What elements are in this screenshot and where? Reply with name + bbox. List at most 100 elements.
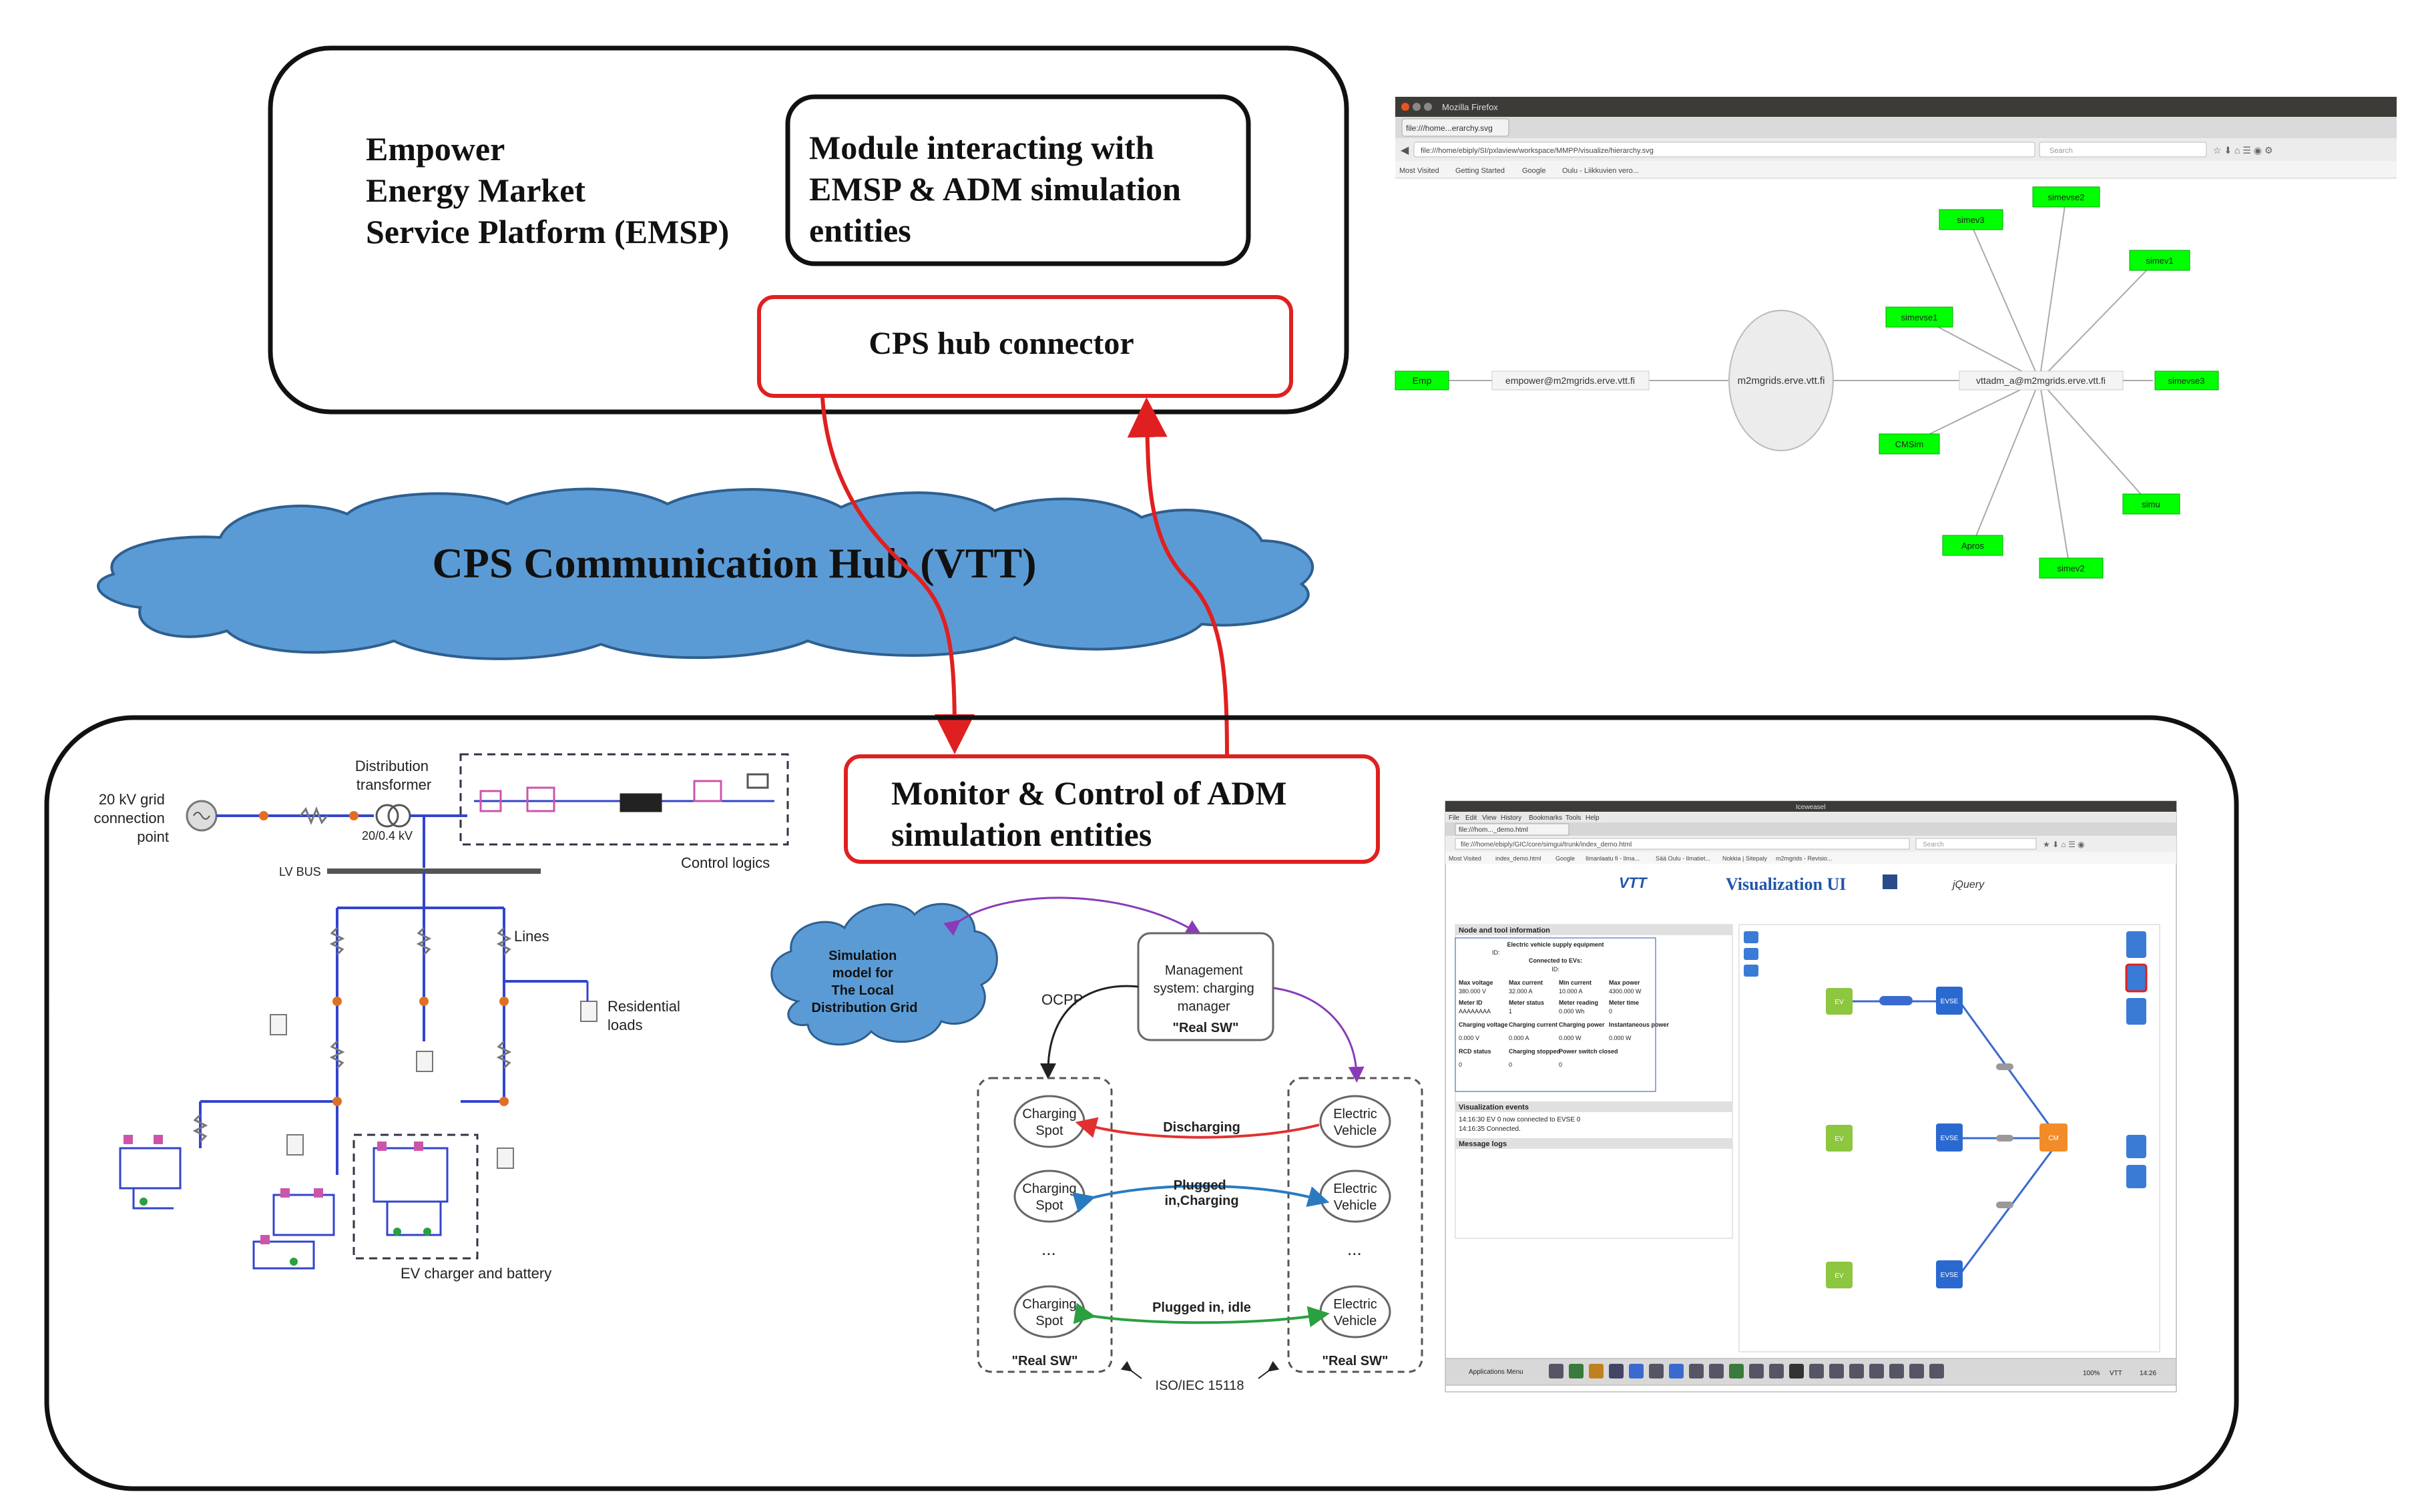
bookmark-item[interactable]: Most Visited	[1399, 167, 1439, 175]
node-simu[interactable]	[2122, 493, 2180, 515]
control-logics-label: Control logics	[681, 854, 770, 871]
svg-text:Charging stopped: Charging stopped	[1509, 1048, 1560, 1055]
clock: 14:26	[2140, 1370, 2156, 1377]
node-vttadm[interactable]	[1959, 370, 2124, 391]
event-line: 14:16:30 EV 0 now connected to EVSE 0	[1459, 1116, 1581, 1123]
svg-text:EVSE: EVSE	[1941, 998, 1959, 1005]
svg-text:0.000 Wh: 0.000 Wh	[1559, 1008, 1585, 1015]
transformer-icon	[375, 804, 399, 828]
svg-text:CM: CM	[2048, 1135, 2059, 1142]
svg-text:Electric vehicle supply equipm: Electric vehicle supply equipment	[1507, 941, 1604, 948]
url-bar[interactable]	[1413, 142, 2035, 158]
graph-node-cm[interactable]	[2039, 1123, 2068, 1152]
arrow-connector-to-adm	[820, 397, 975, 754]
graph-node-ev[interactable]	[1826, 1262, 1853, 1288]
real-sw-label: "Real SW"	[1012, 1354, 1078, 1368]
evse-table: Electric vehicle supply equipment ID: Co…	[1455, 937, 1670, 1092]
menu-history[interactable]: History	[1501, 814, 1521, 822]
node-simevse1[interactable]	[1885, 306, 1953, 328]
vis-bookmark[interactable]: Most Visited	[1449, 855, 1481, 862]
bookmark-item[interactable]: Google	[1522, 167, 1545, 175]
svg-text:RCD status: RCD status	[1459, 1048, 1491, 1055]
svg-text:simev3: simev3	[1957, 215, 1984, 225]
svg-text:m2mgrids.erve.vtt.fi: m2mgrids.erve.vtt.fi	[1738, 375, 1825, 387]
svg-text:empower@m2mgrids.erve.vtt.fi: empower@m2mgrids.erve.vtt.fi	[1505, 375, 1635, 386]
palette-icons[interactable]	[1744, 931, 2148, 1188]
vis-bookmark[interactable]: Sää Oulu - Ilmatiet...	[1656, 855, 1710, 862]
svg-text:0: 0	[1509, 1061, 1512, 1068]
menu-view[interactable]: View	[1482, 814, 1497, 822]
cps-hub-connector	[757, 295, 1293, 398]
node-simevse2[interactable]	[2032, 186, 2100, 208]
flow-charging: Plugged	[1174, 1178, 1226, 1193]
voltage-label: 20/0.4 kV	[362, 829, 413, 842]
menu-edit[interactable]: Edit	[1465, 814, 1477, 822]
transformer-label: Distribution	[355, 758, 429, 774]
svg-text:simev2: simev2	[2057, 563, 2084, 573]
graph-node-evse[interactable]	[1936, 1260, 1963, 1288]
battery-indicator[interactable]: 100%	[2083, 1370, 2100, 1377]
node-simev3[interactable]	[1939, 209, 2003, 230]
menu-bookmarks[interactable]: Bookmarks	[1529, 814, 1562, 822]
node-simev1[interactable]	[2129, 250, 2190, 271]
user-indicator[interactable]: VTT	[2110, 1370, 2122, 1377]
management-label: Management	[1165, 963, 1243, 978]
browser-titlebar	[1395, 97, 2397, 117]
bookmark-item[interactable]: Getting Started	[1455, 167, 1505, 175]
vis-bookmark[interactable]: Nokkia | Sitepaly	[1722, 855, 1767, 862]
svg-text:Iceweasel: Iceweasel	[1796, 804, 1825, 811]
vis-bookmark[interactable]: m2mgrids - Revisio...	[1776, 855, 1833, 862]
graph-node-evse[interactable]	[1936, 987, 1963, 1015]
graph-node-evse[interactable]	[1936, 1123, 1963, 1152]
vis-toolbar-icons[interactable]: ★ ⬇ ⌂ ☰ ◉	[2043, 840, 2085, 849]
vis-bookmark[interactable]: Ilmanlaatu fi - Ilma...	[1586, 855, 1640, 862]
back-icon[interactable]: ◀	[1401, 145, 1409, 156]
svg-text:Charging current: Charging current	[1509, 1021, 1557, 1028]
vis-url-bar[interactable]	[1455, 838, 1910, 850]
vis-tab[interactable]	[1455, 823, 1569, 836]
menu-tools[interactable]: Tools	[1565, 814, 1581, 822]
cps-hub-label: CPS Communication Hub (VTT)	[433, 539, 1037, 587]
hierarchy-browser: Mozilla Firefox file:///home...erarchy.s…	[1395, 97, 2397, 698]
svg-text:Meter reading: Meter reading	[1559, 999, 1598, 1006]
toolbar-icons[interactable]: ☆ ⬇ ⌂ ☰ ◉ ⚙	[2213, 145, 2273, 156]
node-emp[interactable]	[1395, 370, 1449, 391]
electric-vehicle	[1319, 1170, 1391, 1223]
svg-text:0.000 A: 0.000 A	[1509, 1035, 1529, 1041]
node-simev2[interactable]	[2039, 557, 2104, 579]
vis-search-input[interactable]	[1915, 838, 2037, 850]
bookmark-item[interactable]: Oulu - Liikkuvien vero...	[1562, 167, 1639, 175]
flow-discharging: Discharging	[1163, 1120, 1240, 1135]
graph-node-ev[interactable]	[1826, 988, 1853, 1015]
svg-text:simev1: simev1	[2146, 256, 2173, 266]
node-apros[interactable]	[1942, 535, 2003, 556]
simulation-cloud	[770, 903, 998, 1046]
browser-tab[interactable]	[1401, 118, 1509, 137]
menu-file[interactable]: File	[1449, 814, 1460, 822]
applications-menu[interactable]: Applications Menu	[1469, 1368, 1523, 1376]
svg-text:Meter time: Meter time	[1609, 999, 1639, 1006]
graph-node-ev[interactable]	[1826, 1125, 1853, 1152]
svg-text:Max voltage: Max voltage	[1459, 979, 1493, 986]
adm-monitor-box	[844, 754, 1380, 864]
svg-text:ID:: ID:	[1551, 966, 1559, 973]
module-label: Module interacting with EMSP & ADM simul…	[809, 129, 1189, 249]
vis-bookmark[interactable]: Google	[1555, 855, 1575, 862]
svg-text:Power switch closed: Power switch closed	[1559, 1048, 1618, 1055]
svg-text:EV: EV	[1835, 1272, 1844, 1280]
svg-text:Search: Search	[1923, 841, 1944, 848]
taskbar-icons[interactable]	[1549, 1364, 1944, 1378]
event-line: 14:16:35 Connected.	[1459, 1125, 1521, 1133]
node-cmsim[interactable]	[1879, 433, 1940, 455]
ellipsis: ...	[1041, 1239, 1056, 1259]
residential-label: Residential	[608, 998, 680, 1015]
vis-bookmark[interactable]: index_demo.html	[1495, 855, 1541, 862]
menu-help[interactable]: Help	[1586, 814, 1600, 822]
node-empower[interactable]	[1491, 370, 1650, 391]
svg-text:file:///home...erarchy.svg: file:///home...erarchy.svg	[1406, 123, 1493, 133]
search-input[interactable]	[2039, 142, 2207, 158]
node-simevse3[interactable]	[2154, 370, 2219, 391]
